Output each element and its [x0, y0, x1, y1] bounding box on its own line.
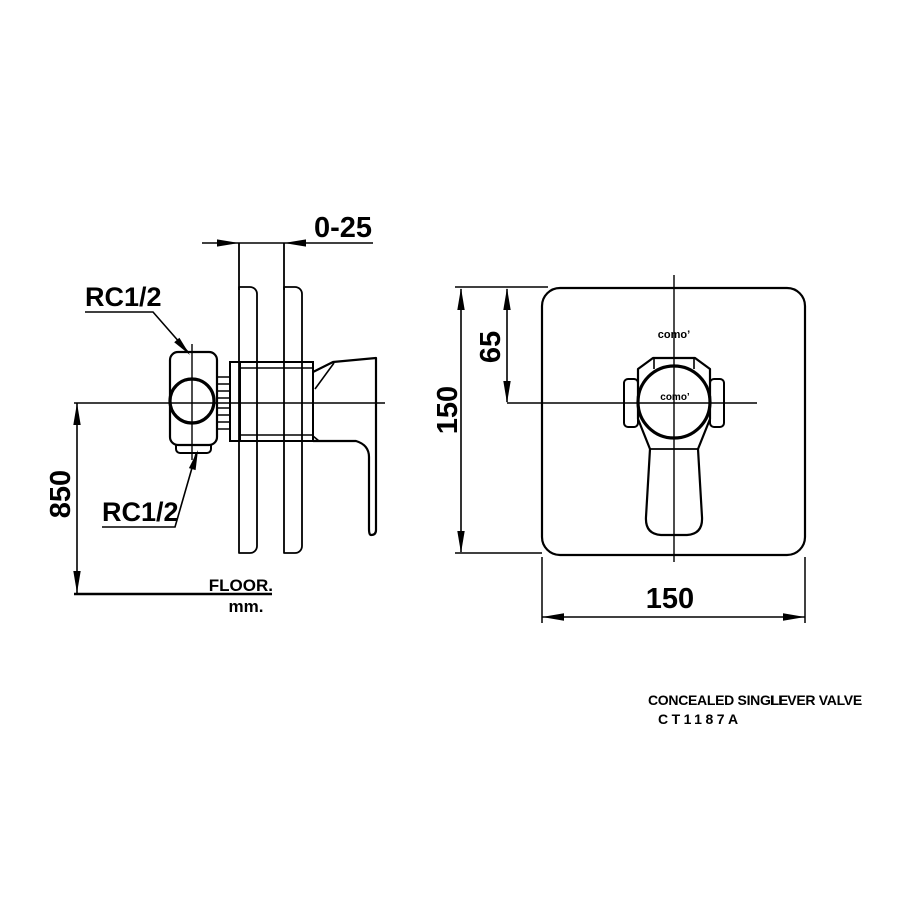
valve-body-bottom-lip	[176, 445, 211, 453]
model-code: CT1187A	[658, 711, 742, 727]
leader-line	[102, 454, 196, 527]
thread-lines-upper	[218, 377, 230, 398]
leader-arrowhead-icon	[174, 337, 190, 355]
thread-lines-lower	[218, 408, 230, 429]
title-block: CONCEALED SINGLE LEVER VALVE CT1187A	[648, 692, 862, 727]
dim-wall-thickness-value: 0-25	[314, 212, 372, 244]
dim-height-value: 850	[45, 470, 77, 518]
floor-label: FLOOR.	[209, 576, 273, 595]
valve-body-side	[170, 352, 313, 453]
leader-line	[85, 312, 188, 352]
inlet-label-top: RC1/2	[85, 282, 162, 312]
dim-plate-height: 150	[432, 288, 465, 553]
arrowhead-down-icon	[503, 381, 511, 403]
leader-arrowhead-icon	[188, 450, 198, 471]
dim-plate-width: 150	[542, 557, 805, 623]
handle-neck-notch	[313, 436, 319, 441]
arrowhead-down-icon	[73, 571, 81, 593]
arrowhead-up-icon	[457, 288, 465, 310]
unit-label: mm.	[229, 597, 264, 616]
dim-height-850: 850	[45, 403, 81, 593]
side-view: 0-25 850 RC1/2 RC1/2 FLOOR. mm.	[45, 212, 385, 616]
arrowhead-down-icon	[457, 531, 465, 553]
cartridge-inner-lines	[240, 368, 313, 435]
cartridge-housing	[240, 362, 313, 441]
inlet-port-circle	[170, 379, 214, 423]
arrowhead-up-icon	[73, 403, 81, 425]
arrowhead-right-icon	[217, 239, 239, 247]
wall-section	[239, 243, 302, 553]
handle-top-corner-edges	[654, 358, 694, 369]
valve-body-outline	[170, 352, 217, 445]
inlet-label-bottom: RC1/2	[102, 497, 179, 527]
leader-inlet-top: RC1/2	[85, 282, 190, 355]
handle-neck-edge	[315, 363, 334, 389]
lever-handle-front: como’	[624, 358, 724, 535]
arrowhead-up-icon	[503, 288, 511, 310]
dim-wall-thickness: 0-25	[202, 212, 373, 247]
escutcheon-plate-min-position	[239, 287, 257, 553]
product-name-part2: LEVER VALVE	[770, 692, 862, 708]
leader-inlet-bottom: RC1/2	[102, 450, 198, 527]
lever-handle-side	[313, 358, 376, 535]
handle-profile	[313, 358, 376, 535]
arrowhead-left-icon	[542, 613, 564, 621]
brand-logo-plate: como’	[658, 329, 690, 341]
dim-plate-width-value: 150	[646, 583, 694, 615]
dim-center-offset-value: 65	[475, 331, 507, 363]
escutcheon-plate-max-position	[284, 287, 302, 553]
product-name-part1: CONCEALED SINGLE	[648, 692, 788, 708]
thread-ridges	[218, 377, 230, 429]
dim-center-offset: 65	[475, 288, 511, 403]
arrowhead-right-icon	[783, 613, 805, 621]
brand-logo-handle: como’	[660, 392, 690, 403]
floor-reference: FLOOR. mm.	[74, 576, 273, 616]
handle-front-outline	[638, 358, 710, 535]
front-view: como’ como’ 150 65 150	[432, 275, 805, 623]
arrowhead-left-icon	[284, 239, 306, 247]
dim-plate-height-value: 150	[432, 386, 464, 434]
extension-lines	[542, 557, 805, 623]
handle-hub-circle	[638, 366, 710, 438]
